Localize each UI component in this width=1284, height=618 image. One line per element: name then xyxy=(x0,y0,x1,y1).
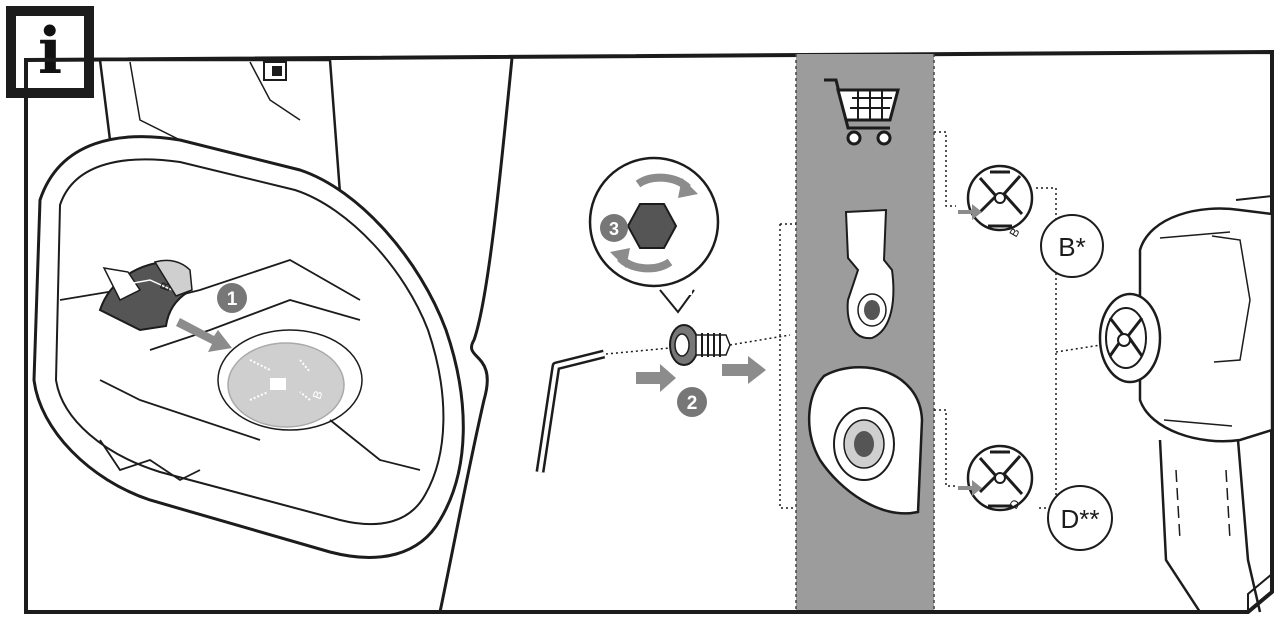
accessory-content xyxy=(808,78,924,515)
multitool-head xyxy=(1098,195,1274,613)
step-2-marker: 2 xyxy=(677,387,707,417)
info-badge: i xyxy=(6,6,94,98)
stored-adapter-b: B xyxy=(98,259,193,332)
accessory-bracket xyxy=(779,224,796,509)
adapter-slot: B xyxy=(217,329,363,431)
info-glyph: i xyxy=(37,14,63,89)
step-3-number: 3 xyxy=(609,219,619,239)
step-1-number: 1 xyxy=(227,289,238,310)
shopping-cart-icon xyxy=(824,78,900,146)
callout-d-label: D** xyxy=(1060,504,1099,534)
storage-tray xyxy=(32,135,465,559)
diagram-frame xyxy=(24,49,1274,614)
hex-bolt-icon xyxy=(626,203,678,249)
fastening-section: 3 2 xyxy=(535,156,796,509)
segment-saw-blade xyxy=(808,366,924,515)
adapter-d: D xyxy=(958,444,1034,512)
step-3-marker: 3 xyxy=(600,214,628,242)
allen-key-icon xyxy=(535,349,606,473)
arrow-to-slot xyxy=(176,318,232,352)
callout-d: D** xyxy=(1047,485,1113,551)
plunge-saw-blade xyxy=(844,208,895,340)
screw xyxy=(669,324,731,366)
adapter-section: B B* D D** xyxy=(934,131,1274,613)
push-arrows xyxy=(636,356,766,392)
tool-storage-section: B B 1 xyxy=(32,58,465,559)
adapter-b: B xyxy=(958,164,1034,240)
callout-b-label: B* xyxy=(1058,232,1085,262)
step-1-marker: 1 xyxy=(217,283,247,313)
rotate-arrows-icon xyxy=(610,173,698,273)
callout-b: B* xyxy=(1040,214,1104,278)
section-divider-1 xyxy=(438,57,514,613)
magnifier-callout: 3 xyxy=(588,156,720,314)
key-guide-line xyxy=(605,347,671,355)
step-2-number: 2 xyxy=(687,393,698,414)
